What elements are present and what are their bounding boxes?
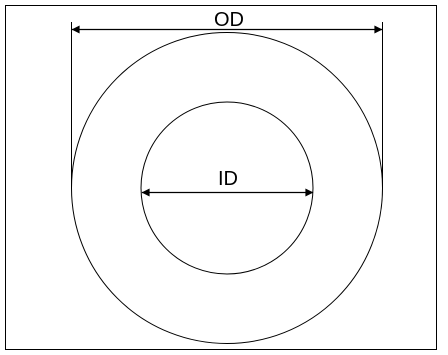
od-label: OD	[214, 9, 244, 31]
inner-circle	[140, 101, 314, 275]
frame-border	[5, 5, 437, 350]
id-label: ID	[218, 168, 238, 190]
